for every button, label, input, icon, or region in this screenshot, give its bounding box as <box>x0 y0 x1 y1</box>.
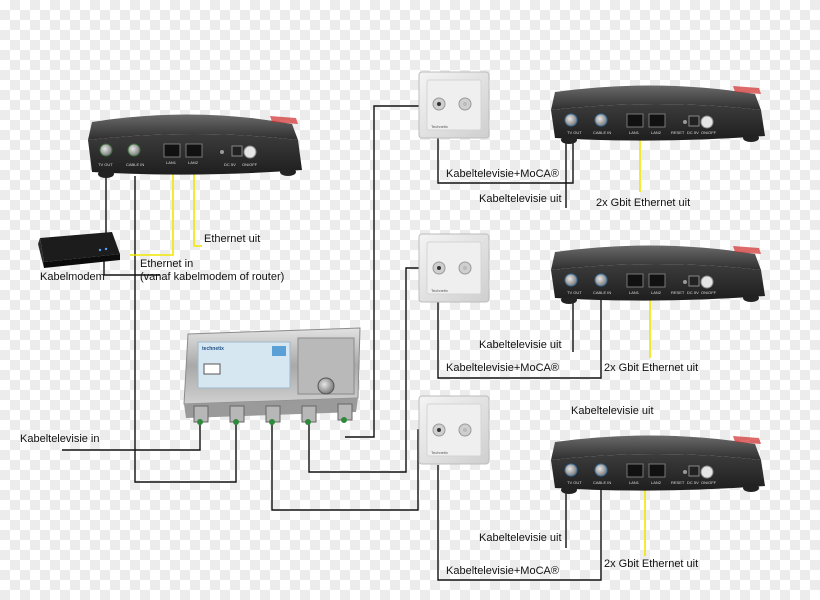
ethernet-uit-label: Ethernet uit <box>204 233 261 245</box>
gbit-label-3: 2x Gbit Ethernet uit <box>604 558 699 570</box>
adapter1-label-dc: DC 5V <box>687 130 699 135</box>
adapter3-label-tvout: TV OUT <box>567 480 582 485</box>
moca-label-3: Kabeltelevisie+MoCA® <box>446 565 559 577</box>
ethernet-in-label: Ethernet in <box>140 258 194 270</box>
wall-outlet-1-icon: Technetix <box>418 71 490 139</box>
adapter3-label-lan2: LAN2 <box>651 480 662 485</box>
adapter-device-3-icon: TV OUT CABLE IN LAN1 LAN2 RESET DC 5V ON… <box>551 435 765 494</box>
kabeltv-uit-label-1: Kabeltelevisie uit <box>479 193 562 205</box>
coax-outlet2-splitter <box>308 267 419 473</box>
adapter3-label-dc: DC 5V <box>687 480 699 485</box>
outlet1-brand: Technetix <box>431 124 448 129</box>
adapter1-label-lan2: LAN2 <box>651 130 662 135</box>
adapter2-label-lan1: LAN1 <box>629 290 640 295</box>
adapter1-label-tvout: TV OUT <box>567 130 582 135</box>
coax-outlet1-splitter <box>345 105 419 438</box>
wall-outlet-2-icon: Technetix <box>418 233 490 303</box>
coax-outlet2-adapter2 <box>437 284 602 379</box>
adapter3-label-lan1: LAN1 <box>629 480 640 485</box>
adapter-device-2-icon: TV OUT CABLE IN LAN1 LAN2 RESET DC 5V ON… <box>551 245 765 304</box>
moca-label-2: Kabeltelevisie+MoCA® <box>446 362 559 374</box>
adapter-device-icon: TV OUT CABLE IN LAN1 LAN2 DC 5V ON/OFF <box>88 114 302 178</box>
adapter3-label-onoff: ON/OFF <box>701 480 717 485</box>
adapter2-label-onoff: ON/OFF <box>701 290 717 295</box>
adapter3-label-reset: RESET <box>671 480 685 485</box>
gbit-label-1: 2x Gbit Ethernet uit <box>596 197 691 209</box>
kabeltv-uit-label-3: Kabeltelevisie uit <box>571 405 654 417</box>
wall-outlet-3-icon: Technetix <box>418 395 490 465</box>
outlet2-brand: Technetix <box>431 288 448 293</box>
ethernet-in-sublabel: (vanaf kabelmodem of router) <box>140 271 285 283</box>
kabelmodem-label: Kabelmodem <box>40 271 105 283</box>
adapter-device-1-icon: TV OUT CABLE IN LAN1 LAN2 RESET DC 5V ON… <box>551 85 765 144</box>
eth-out-line <box>193 163 202 247</box>
adapter-label-cablein: CABLE IN <box>126 162 144 167</box>
coax-outlet3-splitter <box>271 422 419 511</box>
eth-in-line <box>130 163 174 256</box>
outlet3-brand: Technetix <box>431 450 448 455</box>
adapter2-label-cablein: CABLE IN <box>593 290 611 295</box>
adapter2-label-reset: RESET <box>671 290 685 295</box>
adapter1-label-lan1: LAN1 <box>629 130 640 135</box>
adapter-label-tvout: TV OUT <box>98 162 113 167</box>
adapter-label-dc: DC 5V <box>224 162 236 167</box>
adapter1-label-onoff: ON/OFF <box>701 130 717 135</box>
splitter-box-icon: technetix <box>183 327 361 425</box>
ethernet-lines <box>130 132 651 556</box>
adapter2-label-tvout: TV OUT <box>567 290 582 295</box>
adapter2-label-lan2: LAN2 <box>651 290 662 295</box>
coax-outlet3-adapter3 <box>437 465 602 581</box>
coax-tv-in <box>62 420 201 451</box>
adapter-label-lan2: LAN2 <box>188 160 199 165</box>
adapter-label-onoff: ON/OFF <box>242 162 258 167</box>
cable-modem-icon <box>38 232 120 268</box>
adapter1-label-reset: RESET <box>671 130 685 135</box>
adapter-label-lan1: LAN1 <box>166 160 177 165</box>
gbit-label-2: 2x Gbit Ethernet uit <box>604 362 699 374</box>
kabeltelevisie-in-label: Kabeltelevisie in <box>20 433 100 445</box>
splitter-brand: technetix <box>202 346 224 352</box>
coax-modem-link <box>103 256 160 276</box>
coax-outlet1-adapter1 <box>437 128 574 184</box>
coax-splitter-adapter0 <box>134 176 237 483</box>
kabeltv-uit-label-2: Kabeltelevisie uit <box>479 339 562 351</box>
adapter3-label-cablein: CABLE IN <box>593 480 611 485</box>
kabeltv-uit-label-4: Kabeltelevisie uit <box>479 532 562 544</box>
moca-label-1: Kabeltelevisie+MoCA® <box>446 168 559 180</box>
adapter2-label-dc: DC 5V <box>687 290 699 295</box>
adapter1-label-cablein: CABLE IN <box>593 130 611 135</box>
